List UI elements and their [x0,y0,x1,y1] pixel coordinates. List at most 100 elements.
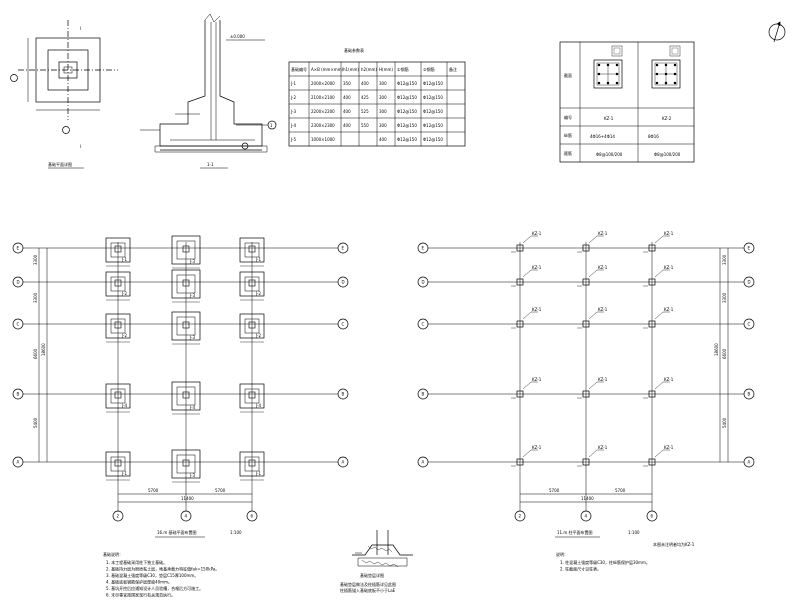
axis-label: E [17,246,20,251]
table-cell: J-1 [290,81,296,86]
dimension: 6600 [722,348,727,359]
column-icon [582,390,590,398]
footing-label: J-2 [121,333,127,338]
axis-bubble [112,510,124,522]
axis-label: 6 [251,514,254,519]
column-icon [582,458,590,466]
footing-label: J-3 [189,473,195,478]
elevation-label: ±0.000 [230,34,245,39]
note-line: 2. 基础持力层为粉质粘土层，地基承载力特征值fak=150kPa。 [106,566,219,572]
axis-bubble [337,456,349,468]
dimension: 11400 [581,496,594,501]
footing-label: J-3 [189,259,195,264]
table-cell: Φ12@150 [397,137,417,142]
column-stirrup: Φ8@100/200 [596,152,623,157]
column-label: KZ-1 [598,231,608,236]
table-header: 基础编号 [291,66,307,72]
dimension: 3300 [33,292,38,303]
axis-label: A [17,460,20,465]
column-section-icon [593,59,623,89]
note-line: 6. 未尽事宜按国家现行有关规范执行。 [106,592,175,598]
footing-label: J-4 [121,403,127,408]
column-label: KZ-1 [664,307,674,312]
table-header: A×B (mm×mm) [311,67,344,72]
table-cell: Φ12@150 [397,95,417,100]
section-marker: 1 [270,123,273,128]
column-icon [582,278,590,286]
footing-label: J-4 [189,405,195,410]
table-header: ②钢筋 [423,66,435,72]
footing-label: J-3 [189,293,195,298]
note-line: 5. 基坑开挖后应通知设计人员验槽，合格后方可施工。 [106,585,203,591]
dimension: 3300 [33,254,38,265]
axis-bubble [12,388,24,400]
footing-label: J-1 [121,257,127,262]
column-label: KZ-1 [664,265,674,270]
axis-label: A [422,460,425,465]
axis-label: I [80,144,81,149]
axis-bubble [580,510,592,522]
axis-bubble [743,276,755,288]
column-label: KZ-1 [532,265,542,270]
column-label: KZ-1 [598,377,608,382]
legend: 本图未注明者均为KZ-1 [653,541,695,547]
axis-label: A [342,460,345,465]
dimension: 5400 [722,417,727,428]
column-icon [516,244,524,252]
dimension: 18600 [714,343,719,356]
axis-bubble [743,318,755,330]
column-label: KZ-1 [664,445,674,450]
dimension: 5400 [33,417,38,428]
row-label: 截面 [564,72,572,78]
footing-icon [239,313,265,339]
table-cell: 2000×2000 [311,81,335,86]
axis-label: C [422,322,425,327]
table-cell: J-4 [290,123,296,128]
table-cell: 425 [361,95,369,100]
axis-bubble [417,242,429,254]
table-cell: 2200×2200 [311,109,335,114]
notes-title: 说明： [556,551,568,557]
table-cell: 300 [379,81,387,86]
column-icon [582,320,590,328]
axis-bubble [12,242,24,254]
axis-label: D [422,280,425,285]
row-label: 纵筋 [564,132,572,138]
axis-bubble [417,318,429,330]
detail-note: 基础垫层做法及柱插筋详见此图 [340,581,396,587]
footing-label: J-2 [255,333,261,338]
column-icon [516,458,524,466]
table-cell: Φ12@150 [397,109,417,114]
table-cell: 400 [343,95,351,100]
table-cell: J-2 [290,95,296,100]
column-icon [582,244,590,252]
dimension: 5700 [148,488,159,493]
column-label: KZ-1 [598,307,608,312]
footing-icon [105,271,131,297]
dimension: 11400 [181,496,194,501]
column-label: KZ-1 [532,377,542,382]
table-cell: Φ12@150 [423,137,443,142]
footing-icon [105,383,131,409]
plan-title: 16.m 基础平面布置图 [157,529,197,535]
column-icon [516,320,524,328]
footing-icon [171,381,201,411]
table-cell: Φ12@150 [423,81,443,86]
column-section-icon [651,59,681,89]
footing-icon [171,449,201,479]
dimension: 3300 [722,254,727,265]
axis-bubble [12,318,24,330]
axis-bubble [743,388,755,400]
table-cell: 400 [379,137,387,142]
table-header: 备注 [449,66,457,72]
cushion-detail: 基础垫层详图 基础垫层做法及柱插筋详见此图 柱插筋锚入基础底板不小于LaE [340,530,413,593]
axis-bubble [337,276,349,288]
table-header: h1(mm) [343,67,359,72]
axis-label: I [80,26,81,31]
axis-bubble [743,456,755,468]
table-cell: 300 [379,123,387,128]
plan-scale: 1:100 [628,530,640,535]
note-line: 2. 柱截面尺寸见柱表。 [560,566,601,572]
column-icon [648,244,656,252]
